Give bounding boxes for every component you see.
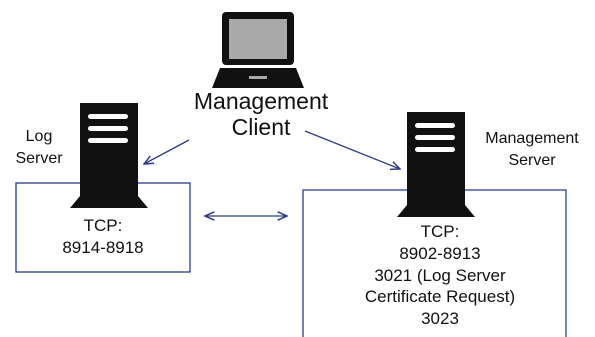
management-server-line2: Server <box>508 151 556 169</box>
log-server-line2: Server <box>15 149 63 167</box>
management-server-label: Management Server <box>476 128 588 171</box>
log-server-label: Log Server <box>14 126 64 169</box>
log-server-ports: TCP: 8914-8918 <box>36 215 170 259</box>
management-server-icon <box>397 112 475 217</box>
log-server-icon <box>70 103 148 208</box>
management-server-port-3021-desc: Certificate Request) <box>364 287 516 307</box>
management-server-protocol: TCP: <box>420 222 460 241</box>
log-server-line1: Log <box>25 128 53 145</box>
laptop-icon <box>212 12 304 88</box>
management-server-port-3021: 3021 (Log Server <box>374 265 506 285</box>
management-client-line1: Management <box>193 88 329 114</box>
management-client-label: Management Client <box>181 88 341 141</box>
management-server-port-3023: 3023 <box>421 309 459 328</box>
log-server-port-range: 8914-8918 <box>62 238 144 258</box>
arrow-client-to-log-server <box>144 139 190 164</box>
management-client-line2: Client <box>231 114 291 141</box>
log-server-protocol: TCP: <box>83 216 123 235</box>
management-server-port-range: 8902-8913 <box>399 243 481 263</box>
management-server-line1: Management <box>485 130 579 147</box>
management-server-ports: TCP: 8902-8913 3021 (Log Server Certific… <box>350 221 530 330</box>
arrow-client-to-management-server <box>304 130 400 169</box>
